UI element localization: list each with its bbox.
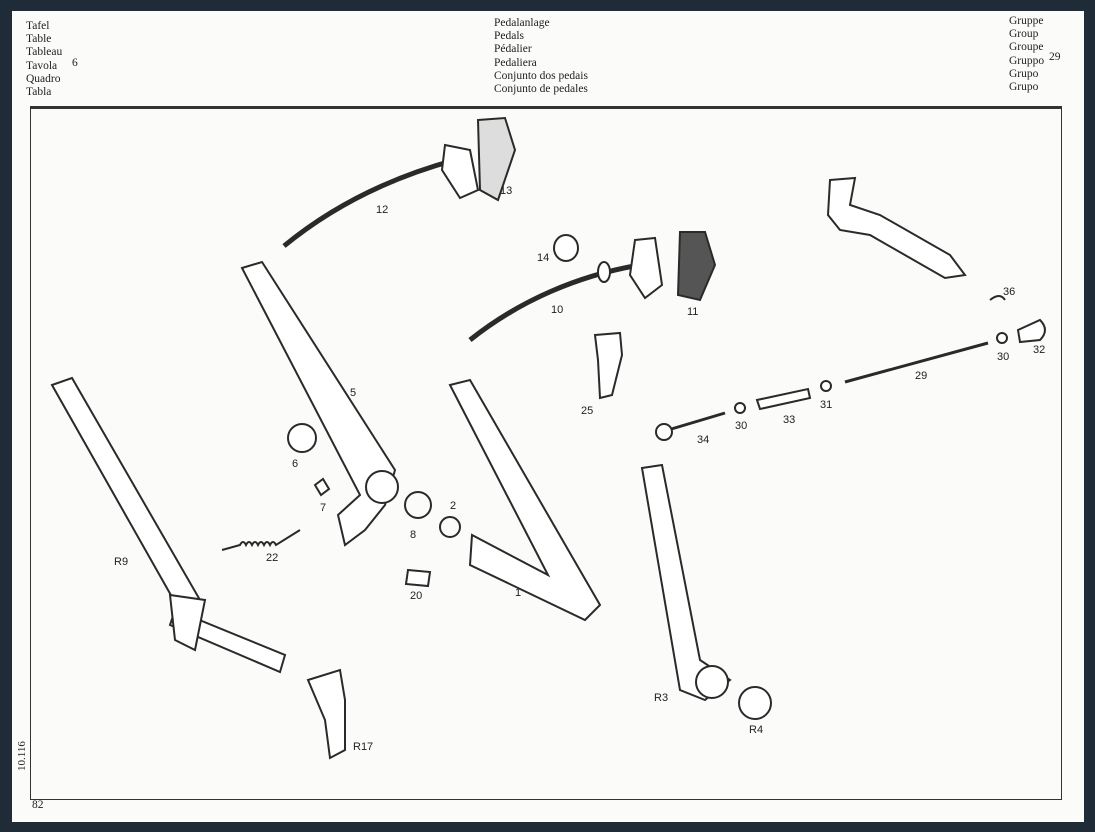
cap-32 xyxy=(1016,318,1046,344)
pedal-arm-5 xyxy=(240,260,397,547)
pedal-rod-10 xyxy=(468,262,641,342)
group-labels: Gruppe Group Groupe Gruppo Grupo Grupo xyxy=(1009,15,1044,94)
part-label: 29 xyxy=(915,370,927,382)
bushing-6 xyxy=(287,423,317,453)
table-labels: Tafel Table Tableau Tavola Quadro Tabla xyxy=(26,20,62,99)
part-label: 1 xyxy=(515,587,521,599)
part-label: 25 xyxy=(581,405,593,417)
part-label: 14 xyxy=(537,252,549,264)
pedal-arm-R9 xyxy=(50,376,202,622)
part-label: 30 xyxy=(735,420,747,432)
catalog-page: Tafel Table Tableau Tavola Quadro Tabla … xyxy=(12,11,1084,822)
group-label: Gruppe xyxy=(1009,15,1044,27)
part-label: 8 xyxy=(410,529,416,541)
hub-R3 xyxy=(695,665,729,699)
part-label: 7 xyxy=(320,502,326,514)
spring-22 xyxy=(221,529,301,551)
release-fork xyxy=(826,176,967,280)
pedal-plate-12 xyxy=(440,143,480,200)
pin-20 xyxy=(404,568,432,588)
part-label: 2 xyxy=(450,500,456,512)
nut-31 xyxy=(820,380,832,392)
group-label: Grupo xyxy=(1009,67,1039,80)
nut-30a xyxy=(996,332,1008,344)
group-number: 29 xyxy=(1049,51,1061,63)
part-label: 20 xyxy=(410,590,422,602)
table-number: 6 xyxy=(72,57,78,69)
bolt-34 xyxy=(667,411,726,432)
part-label: 33 xyxy=(783,414,795,426)
circlip-8 xyxy=(404,491,432,519)
part-label: 31 xyxy=(820,399,832,411)
pedal-rod-12 xyxy=(282,157,456,248)
lever-R17 xyxy=(306,668,346,760)
title-line: Pedals xyxy=(494,30,525,43)
table-label: Table xyxy=(26,33,52,46)
title-line: Pedalanlage xyxy=(494,17,550,29)
title-line: Pédalier xyxy=(494,43,532,56)
group-label: Gruppo xyxy=(1009,54,1045,67)
clip-36 xyxy=(989,295,1006,301)
part-label: 5 xyxy=(350,387,356,399)
lever-R3 xyxy=(640,463,732,702)
grease-nipple-7 xyxy=(313,477,331,497)
part-label: 11 xyxy=(687,306,698,318)
pedal-pad-13 xyxy=(476,116,517,202)
table-label: Tabla xyxy=(26,86,52,99)
part-label: 22 xyxy=(266,552,278,564)
bolt-head-34 xyxy=(655,423,673,441)
flange-R9 xyxy=(168,593,207,652)
part-label: 10 xyxy=(551,304,563,316)
nut-30b xyxy=(734,402,746,414)
table-label: Tableau xyxy=(26,46,63,59)
title-line: Conjunto de pedales xyxy=(494,83,588,96)
pedal-arm-1 xyxy=(448,378,602,622)
bushing-R4 xyxy=(738,686,772,720)
hub-5 xyxy=(365,470,399,504)
group-label: Grupo xyxy=(1009,81,1039,94)
title-line: Pedaliera xyxy=(494,56,537,69)
washer-2 xyxy=(439,516,461,538)
page-number: 82 xyxy=(32,799,44,811)
table-label: Tafel xyxy=(26,20,50,32)
part-label: 32 xyxy=(1033,344,1045,356)
part-label: 30 xyxy=(997,351,1009,363)
bushing-14 xyxy=(553,234,579,262)
part-label: R9 xyxy=(114,556,128,568)
spacer-33 xyxy=(755,387,812,411)
part-label: 36 xyxy=(1003,286,1015,298)
table-label: Quadro xyxy=(26,72,61,85)
part-label: 13 xyxy=(500,185,512,197)
part-label: R3 xyxy=(654,692,668,704)
diagram-frame xyxy=(30,106,1062,800)
group-label: Group xyxy=(1009,28,1039,41)
part-label: 12 xyxy=(376,204,388,216)
table-label: Tavola xyxy=(26,59,58,72)
title-line: Conjunto dos pedais xyxy=(494,69,588,82)
part-label: 6 xyxy=(292,458,298,470)
page-title: Pedalanlage Pedals Pédalier Pedaliera Co… xyxy=(494,17,588,96)
washer-10 xyxy=(597,261,611,283)
part-label: R4 xyxy=(749,724,763,736)
pedal-plate-10 xyxy=(628,236,664,300)
part-label: 34 xyxy=(697,434,709,446)
pedal-pad-11 xyxy=(676,231,717,302)
lever-25 xyxy=(593,331,624,400)
threaded-rod-29 xyxy=(844,341,989,384)
group-label: Groupe xyxy=(1009,41,1044,54)
part-label: R17 xyxy=(353,741,373,753)
